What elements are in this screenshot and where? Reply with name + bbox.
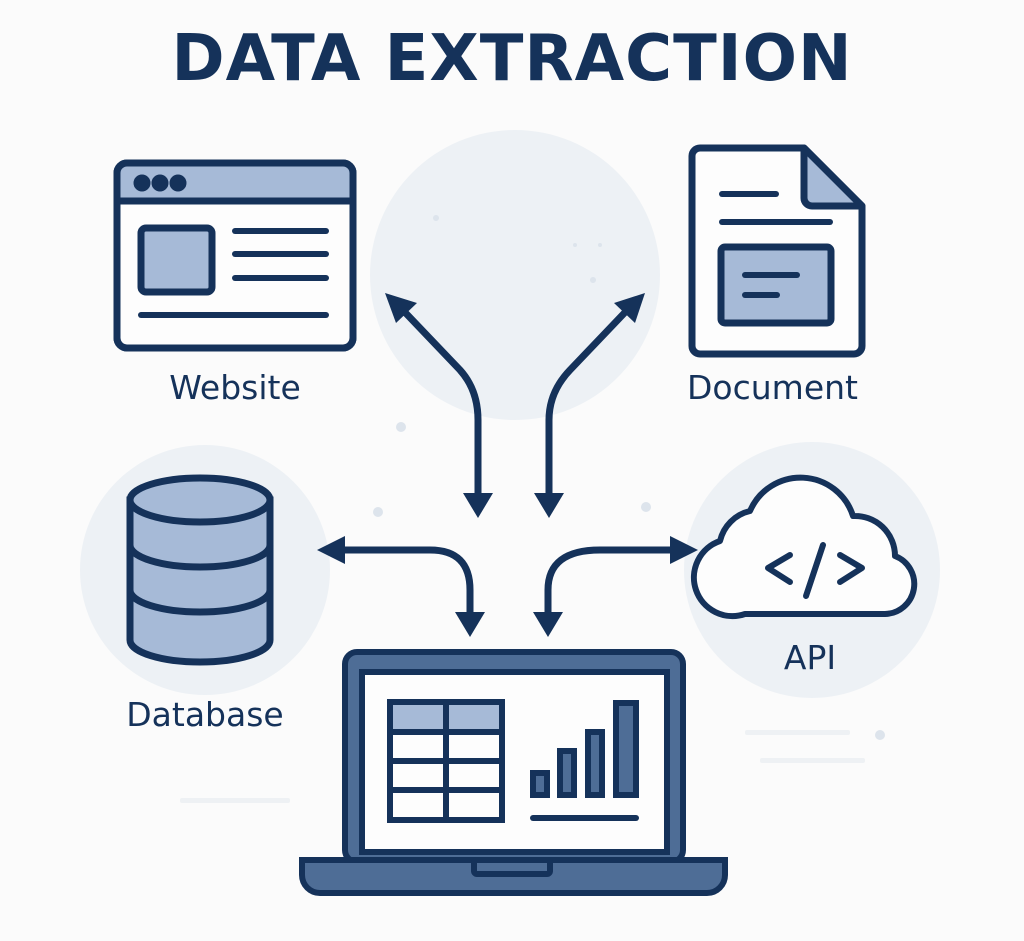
database-label: Database [126, 695, 284, 734]
center-bg-circle [370, 130, 660, 420]
browser-window-icon [113, 159, 357, 352]
connection-arrows [335, 302, 690, 612]
page-title: DATA EXTRACTION [171, 22, 853, 96]
api-label: API [783, 638, 837, 677]
document-label: Document [687, 368, 858, 407]
decorative-dots [373, 215, 885, 740]
database-cylinder-icon [126, 474, 274, 666]
laptop-dashboard-icon [299, 649, 728, 896]
website-label: Website [169, 368, 301, 407]
decorative-lines [180, 730, 865, 803]
cloud-code-icon [690, 474, 918, 620]
document-file-icon [688, 144, 866, 358]
arrowheads [317, 293, 698, 637]
